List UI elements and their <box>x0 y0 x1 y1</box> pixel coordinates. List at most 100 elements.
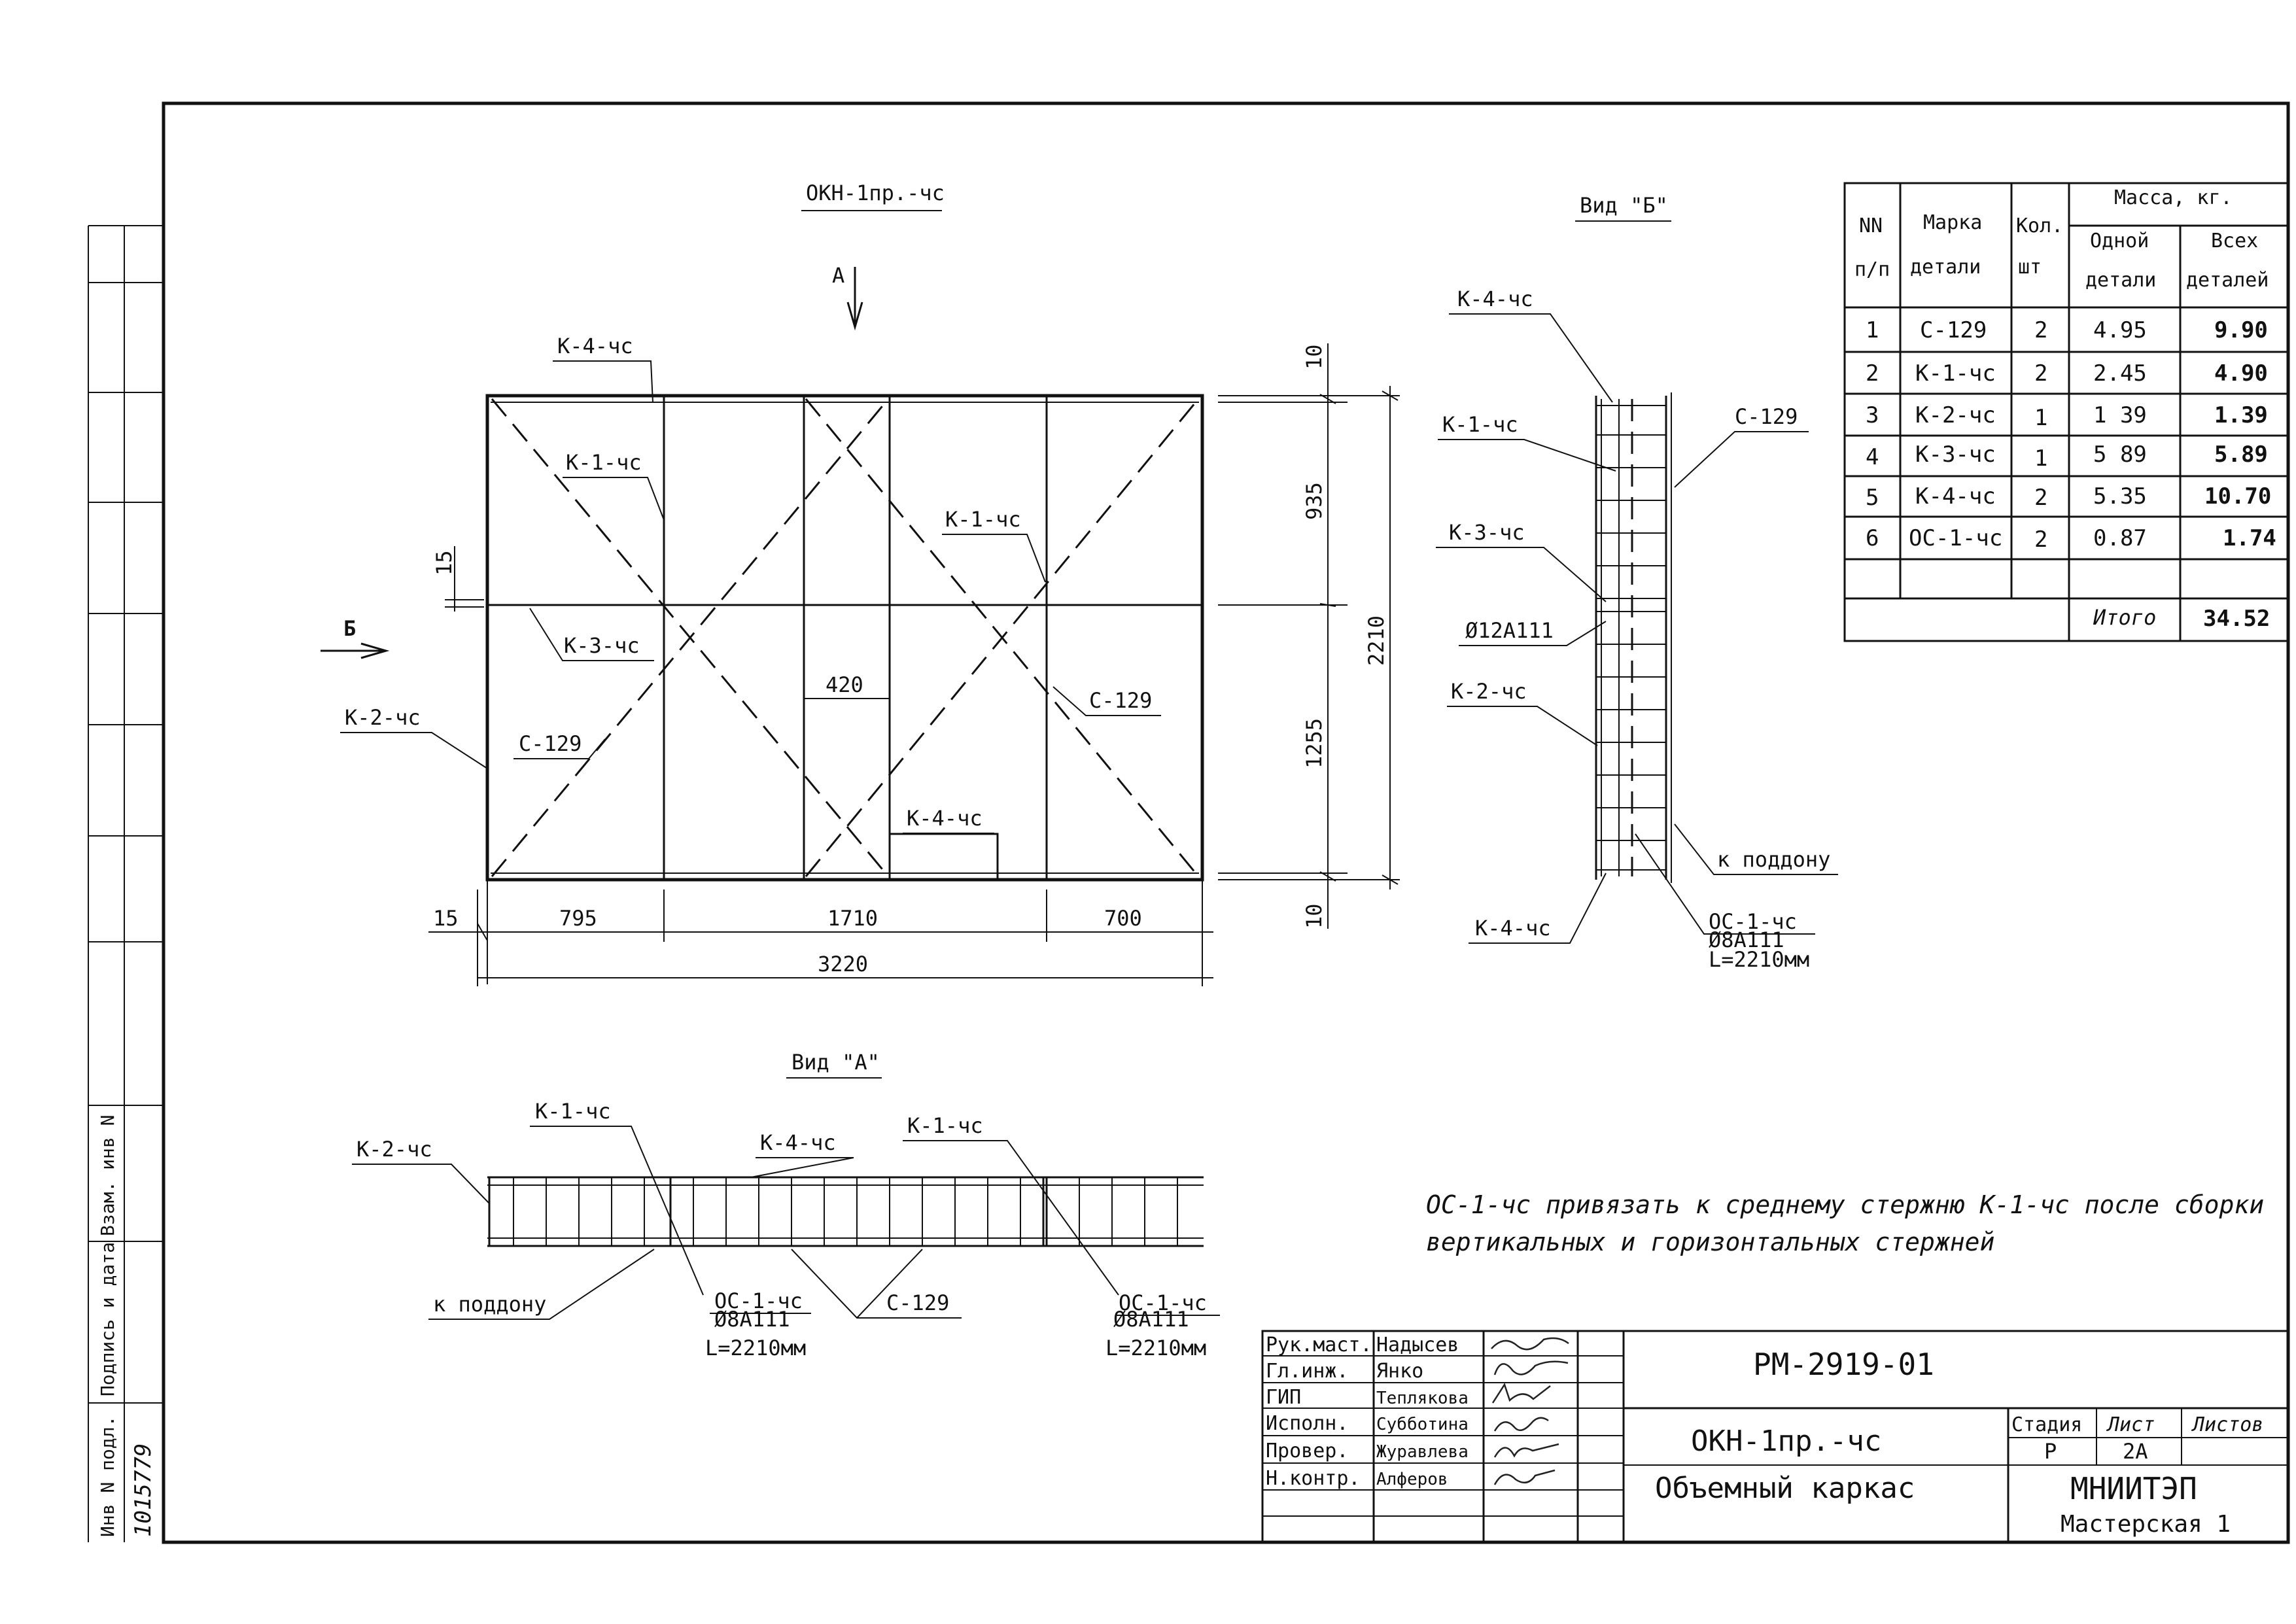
label-c129-left: С-129 <box>519 731 582 756</box>
label-c129-right: С-129 <box>1089 688 1152 713</box>
cell-all: 1.74 <box>2223 525 2276 551</box>
cell-qty: 2 <box>2034 485 2047 511</box>
label-k1-left: К-1-чс <box>566 450 642 475</box>
cell-all: 9.90 <box>2214 317 2268 343</box>
label-k2: К-2-чс <box>345 705 421 730</box>
tb-name: Теплякова <box>1376 1389 1469 1408</box>
label-k1-right: К-1-чс <box>945 507 1021 532</box>
cell-n: 2 <box>1866 360 1879 387</box>
cell-n: 4 <box>1866 444 1879 470</box>
view-b-label-oc1-rebar: Ø8А111 <box>1709 927 1784 952</box>
dim-15-vertical: 15 <box>432 550 457 576</box>
tb-org: МНИИТЭП <box>2070 1471 2197 1506</box>
table-row: 4 К-3-чс 1 5 89 5.89 <box>1866 441 2268 472</box>
th-qty: Кол. <box>2016 215 2063 237</box>
cell-mark: ОС-1-чс <box>1909 525 2002 551</box>
tb-name: Янко <box>1376 1360 1423 1383</box>
cell-one: 5.35 <box>2093 483 2147 510</box>
th-all2: деталей <box>2186 269 2269 292</box>
view-b-label-k1: К-1-чс <box>1442 412 1518 437</box>
cell-qty: 2 <box>2034 317 2047 343</box>
cell-mark: К-1-чс <box>1915 360 1996 387</box>
tb-name-line2: Объемный каркас <box>1655 1472 1915 1505</box>
view-b-label-rebar: Ø12А111 <box>1465 618 1554 643</box>
dim-795: 795 <box>559 906 597 931</box>
th-all: Всех <box>2211 230 2258 252</box>
table-row: 2 К-1-чс 2 2.45 4.90 <box>1866 360 2268 387</box>
th-nn: NN <box>1859 215 1883 237</box>
th-mark2: детали <box>1910 256 1981 279</box>
view-b-label-oc1-len: L=2210мм <box>1709 947 1809 972</box>
arrow-a-label: А <box>832 263 844 288</box>
tb-role: ГИП <box>1266 1386 1301 1409</box>
stamp-sign-date: Подпись и дата <box>97 1242 118 1396</box>
table-row: 5 К-4-чс 2 5.35 10.70 <box>1866 483 2271 511</box>
tb-dept: Мастерская 1 <box>2061 1511 2231 1538</box>
view-a-label-oc1-left-rebar: Ø8А111 <box>714 1307 790 1332</box>
view-a-label-oc1-left: ОС-1-чс <box>714 1288 803 1313</box>
stamp-inv-orig: Инв N подл. <box>97 1416 118 1537</box>
tb-stage-label: Стадия <box>2011 1413 2082 1436</box>
total-label: Итого <box>2093 605 2156 630</box>
th-one2: детали <box>2085 269 2156 292</box>
dim-3220: 3220 <box>818 952 868 976</box>
cell-n: 5 <box>1866 485 1879 511</box>
view-b-label-oc1: ОС-1-чс <box>1709 909 1797 934</box>
cell-qty: 2 <box>2034 527 2047 553</box>
tb-name-line1: ОКН-1пр.-чс <box>1691 1425 1881 1458</box>
view-a-label-oc1-right-rebar: Ø8А111 <box>1113 1307 1189 1332</box>
label-k4-bottom: К-4-чс <box>907 806 983 831</box>
dim-420: 420 <box>826 672 863 697</box>
tb-sheet-label: Лист <box>2106 1413 2155 1436</box>
dim-1255: 1255 <box>1302 718 1327 769</box>
view-a-label-k1-left: К-1-чс <box>535 1099 611 1124</box>
table-row: 6 ОС-1-чс 2 0.87 1.74 <box>1866 525 2276 553</box>
view-a-label-oc1-right-len: L=2210мм <box>1105 1336 1206 1360</box>
tb-sheets-label: Листов <box>2191 1413 2263 1436</box>
view-b-title: Вид "Б" <box>1580 193 1668 218</box>
tb-name: Субботина <box>1376 1415 1469 1434</box>
view-a-label-k1-right: К-1-чс <box>907 1113 983 1138</box>
view-b-label-k2: К-2-чс <box>1451 679 1527 704</box>
cell-mark: К-3-чс <box>1915 441 1996 468</box>
frame-outline <box>485 394 1204 882</box>
dim-15-left: 15 <box>433 906 459 931</box>
view-b-label-k3: К-3-чс <box>1449 520 1525 545</box>
cell-n: 3 <box>1866 402 1879 428</box>
tb-stage-value: Р <box>2044 1439 2057 1464</box>
note-line1: ОС-1-чс привязать к среднему стержню К-1… <box>1426 1190 2264 1219</box>
tb-role: Н.контр. <box>1266 1467 1361 1490</box>
side-stamp: Взам. инв N Подпись и дата Инв N подл. 1… <box>88 225 164 1542</box>
view-a-label-oc1-right: ОС-1-чс <box>1119 1290 1207 1315</box>
cell-all: 10.70 <box>2204 483 2271 510</box>
arrow-b-label: Б <box>343 616 356 641</box>
main-view: ОКН-1пр.-чс А Б К-4-чс К-1-чс К-1- <box>321 181 1400 986</box>
tb-role: Исполн. <box>1266 1412 1348 1435</box>
dim-1710: 1710 <box>827 906 878 931</box>
cell-all: 1.39 <box>2214 402 2268 428</box>
dim-10-bottom: 10 <box>1302 903 1327 929</box>
cell-all: 4.90 <box>2214 360 2268 387</box>
th-one: Одной <box>2090 230 2149 252</box>
view-a-stirrups <box>488 1177 1178 1246</box>
th-nn2: п/п <box>1854 258 1890 281</box>
view-b-label-k4-bottom: К-4-чс <box>1475 916 1551 941</box>
cell-one: 1 39 <box>2093 402 2147 428</box>
cell-qty: 2 <box>2034 360 2047 387</box>
tb-name: Надысев <box>1376 1334 1459 1356</box>
label-k3: К-3-чс <box>564 633 640 658</box>
assembly-note: ОС-1-чс привязать к среднему стержню К-1… <box>1426 1190 2264 1256</box>
cell-mark: К-2-чс <box>1915 402 1996 428</box>
tb-doc-code: РМ-2919-01 <box>1753 1347 1934 1382</box>
th-mass: Масса, кг. <box>2114 186 2233 209</box>
dim-10-top: 10 <box>1302 344 1327 370</box>
cell-mark: С-129 <box>1920 317 1987 343</box>
cell-all: 5.89 <box>2214 441 2268 468</box>
tb-role: Рук.маст. <box>1266 1334 1372 1356</box>
stamp-inv-number: 1015779 <box>130 1443 156 1537</box>
view-a-label-c129: С-129 <box>886 1290 949 1315</box>
cell-qty: 1 <box>2034 405 2047 431</box>
view-a-label-to-pallet: к поддону <box>433 1292 546 1317</box>
spec-table: NN п/п Марка детали Кол. шт Масса, кг. О… <box>1843 182 2289 642</box>
